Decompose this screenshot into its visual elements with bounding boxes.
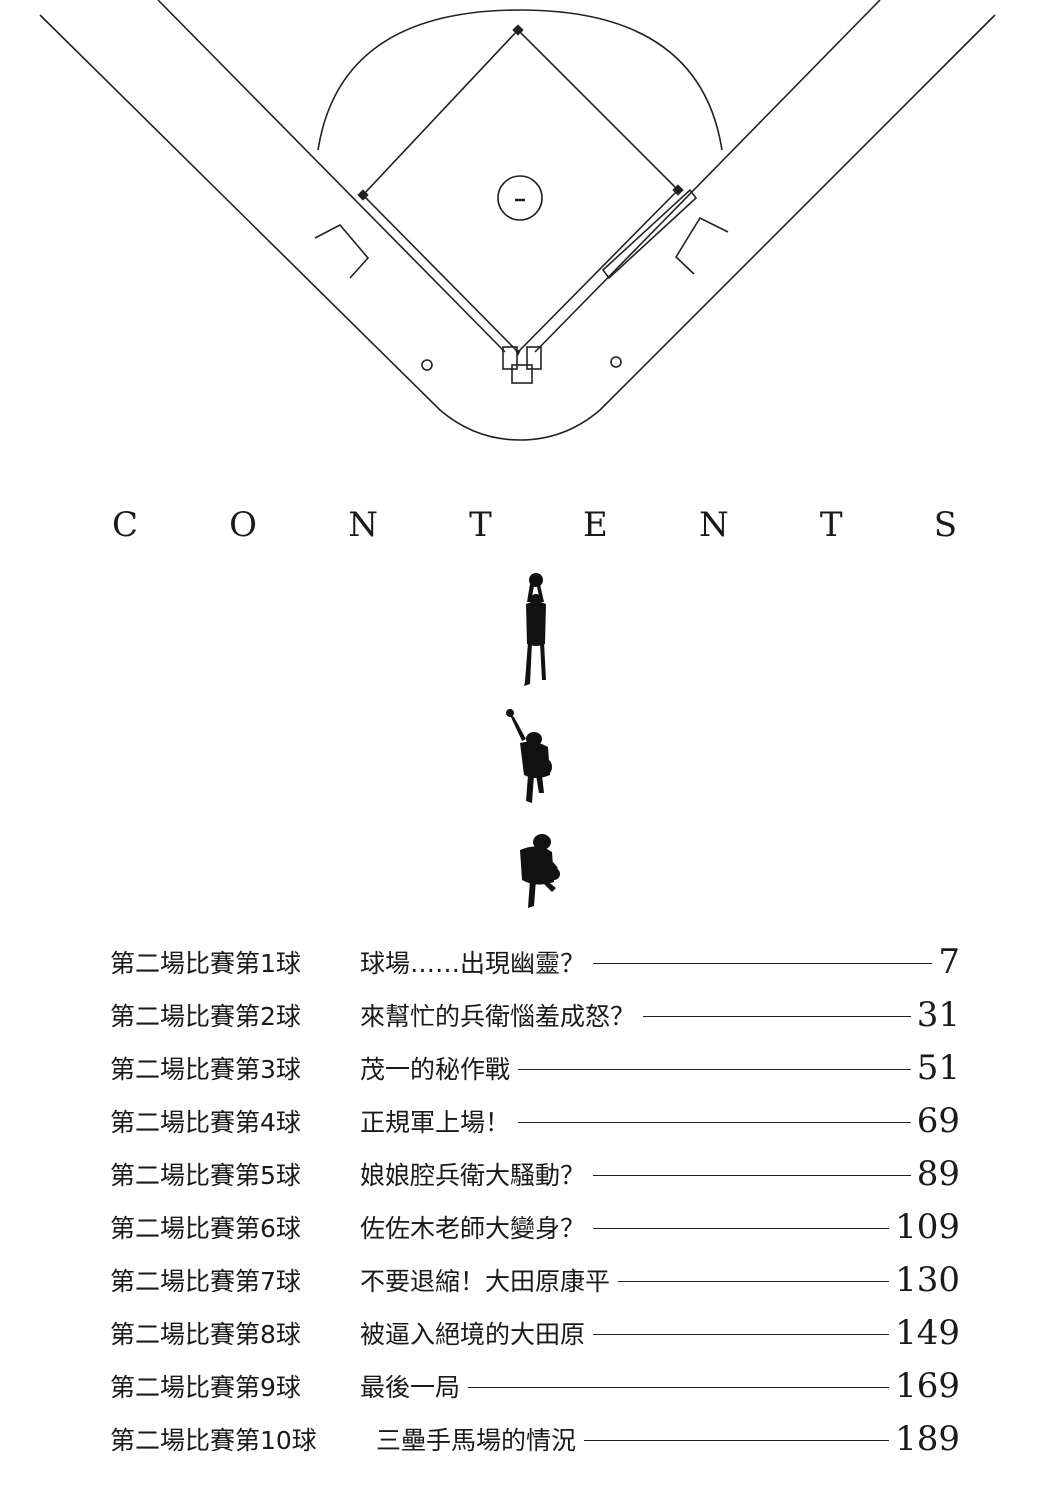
- toc-chapter: 第二場比賽第6球: [110, 1213, 301, 1243]
- toc-entry[interactable]: 第二場比賽第9球 最後一局 169: [110, 1359, 960, 1412]
- toc-page-number: 130: [895, 1259, 960, 1300]
- toc-leader-line: [618, 1281, 890, 1282]
- toc-leader-line: [593, 1175, 911, 1176]
- toc-page-number: 89: [916, 1153, 960, 1194]
- toc-title: 茂一的秘作戰: [360, 1054, 511, 1084]
- toc-leader-line: [518, 1069, 911, 1070]
- toc-leader-line: [593, 1228, 890, 1229]
- toc-leader-line: [593, 1334, 890, 1335]
- toc-chapter: 第二場比賽第9球: [110, 1372, 301, 1402]
- toc-chapter: 第二場比賽第3球: [110, 1054, 301, 1084]
- pitcher-throwing-silhouette-icon: [506, 709, 552, 803]
- heading-letter: T: [819, 505, 843, 545]
- toc-title: 球場……出現幽靈？: [360, 948, 586, 978]
- toc-title: 不要退縮！大田原康平: [360, 1266, 611, 1296]
- toc-entry[interactable]: 第二場比賽第1球 球場……出現幽靈？ 7: [110, 935, 960, 988]
- toc-page-number: 189: [895, 1418, 960, 1459]
- table-of-contents: 第二場比賽第1球 球場……出現幽靈？ 7 第二場比賽第2球 來幫忙的兵衛惱羞成怒…: [110, 935, 960, 1465]
- toc-page-number: 31: [916, 994, 960, 1035]
- toc-title: 娘娘腔兵衛大騷動？: [360, 1160, 586, 1190]
- toc-page-number: 149: [895, 1312, 960, 1353]
- toc-leader-line: [643, 1016, 911, 1017]
- toc-page-number: 109: [895, 1206, 960, 1247]
- toc-chapter: 第二場比賽第8球: [110, 1319, 301, 1349]
- toc-page-number: 51: [916, 1047, 960, 1088]
- fielder-catching-silhouette-icon: [524, 573, 546, 686]
- toc-entry[interactable]: 第二場比賽第5球 娘娘腔兵衛大騷動？ 89: [110, 1147, 960, 1200]
- toc-entry[interactable]: 第二場比賽第7球 不要退縮！大田原康平 130: [110, 1253, 960, 1306]
- toc-entry[interactable]: 第二場比賽第4球 正規軍上場！ 69: [110, 1094, 960, 1147]
- toc-leader-line: [593, 963, 933, 964]
- heading-letter: S: [933, 505, 957, 545]
- toc-page-number: 169: [895, 1365, 960, 1406]
- toc-page-number: 7: [938, 941, 960, 982]
- toc-chapter: 第二場比賽第1球: [110, 948, 301, 978]
- contents-heading: C O N T E N T S: [112, 500, 957, 550]
- toc-chapter: 第二場比賽第7球: [110, 1266, 301, 1296]
- toc-title: 佐佐木老師大變身？: [360, 1213, 586, 1243]
- heading-letter: E: [582, 505, 608, 545]
- toc-entry[interactable]: 第二場比賽第3球 茂一的秘作戰 51: [110, 1041, 960, 1094]
- toc-chapter: 第二場比賽第5球: [110, 1160, 301, 1190]
- baseball-field-diagram-icon: [39, 0, 996, 441]
- toc-chapter: 第二場比賽第2球: [110, 1001, 301, 1031]
- toc-chapter: 第二場比賽第4球: [110, 1107, 301, 1137]
- heading-letter: O: [229, 505, 258, 545]
- toc-entry[interactable]: 第二場比賽第6球 佐佐木老師大變身？ 109: [110, 1200, 960, 1253]
- toc-title: 正規軍上場！: [360, 1107, 511, 1137]
- toc-title: 最後一局: [360, 1372, 461, 1402]
- toc-entry[interactable]: 第二場比賽第8球 被逼入絕境的大田原 149: [110, 1306, 960, 1359]
- pitcher-follow-through-silhouette-icon: [520, 834, 560, 908]
- heading-letter: T: [469, 505, 492, 545]
- toc-leader-line: [518, 1122, 911, 1123]
- toc-page-number: 69: [916, 1100, 960, 1141]
- toc-entry[interactable]: 第二場比賽第2球 來幫忙的兵衛惱羞成怒？ 31: [110, 988, 960, 1041]
- toc-leader-line: [468, 1387, 890, 1388]
- toc-entry[interactable]: 第二場比賽第10球 三壘手馬場的情況 189: [110, 1412, 960, 1465]
- toc-title: 三壘手馬場的情況: [376, 1425, 577, 1455]
- toc-chapter: 第二場比賽第10球: [110, 1425, 317, 1455]
- heading-letter: C: [112, 505, 139, 545]
- toc-leader-line: [584, 1440, 890, 1441]
- heading-letter: N: [698, 505, 729, 545]
- toc-title: 來幫忙的兵衛惱羞成怒？: [360, 1001, 636, 1031]
- toc-title: 被逼入絕境的大田原: [360, 1319, 586, 1349]
- heading-letter: N: [348, 505, 378, 545]
